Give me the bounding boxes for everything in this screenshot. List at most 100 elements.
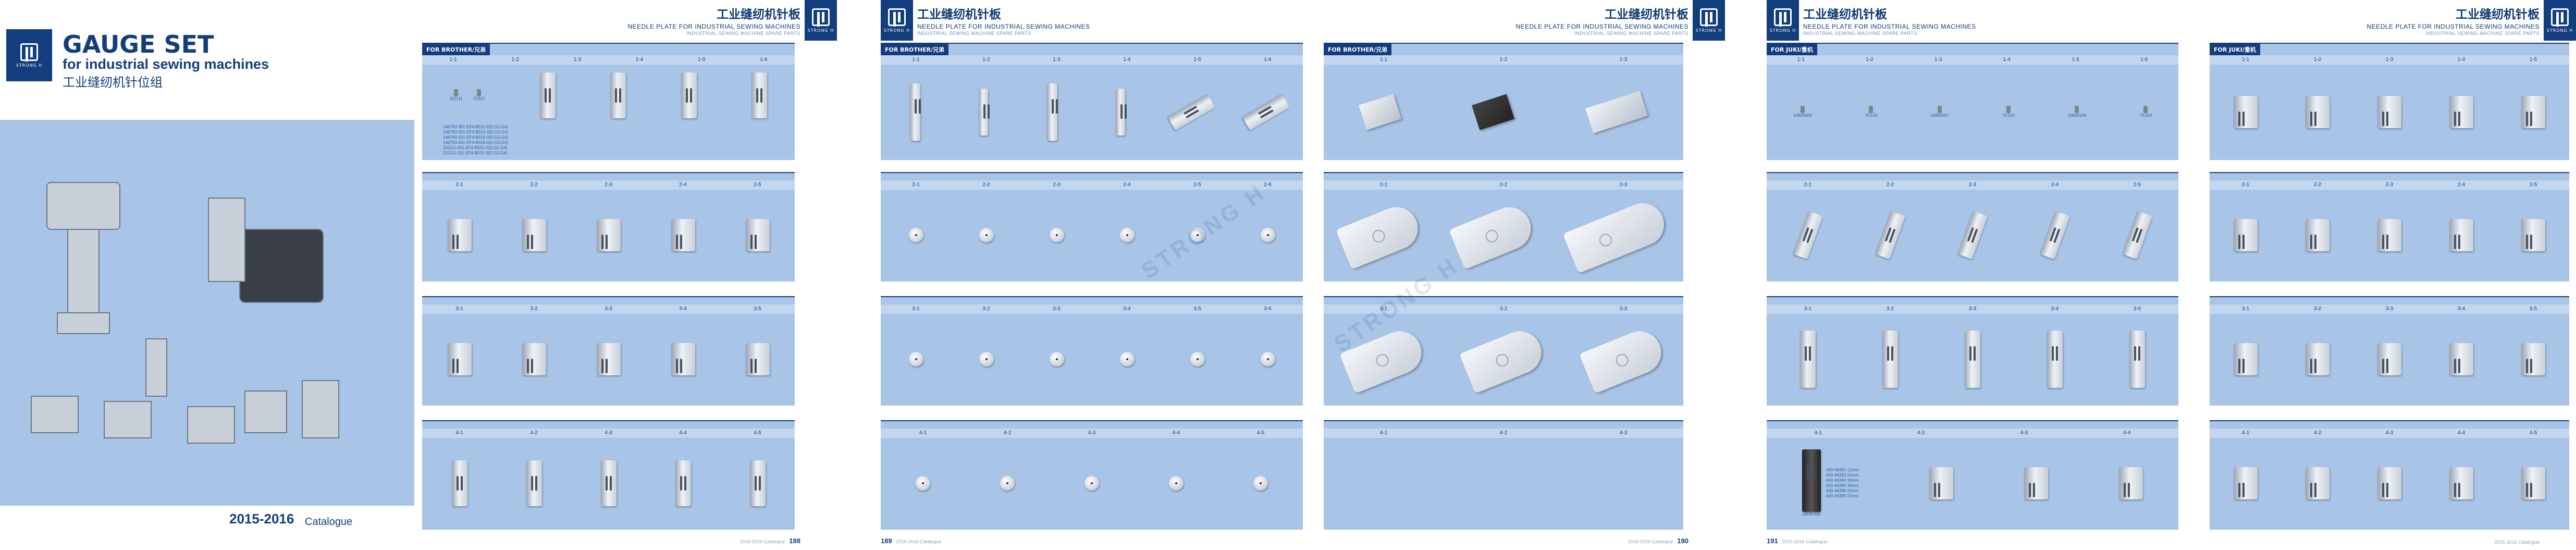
panel-row-1: FOR JUKI/重机 1-1 1-2 1-3 1-4 1-5 1-6 1080… bbox=[1767, 43, 2178, 160]
item-number: 1-5 bbox=[2072, 57, 2079, 63]
logo-mark-icon bbox=[812, 8, 830, 26]
item-number: 3-2 bbox=[1499, 306, 1508, 312]
round-plate-image bbox=[1084, 476, 1099, 491]
round-plate-image bbox=[979, 352, 994, 366]
footer-text: 2015-2016 Catalogue bbox=[739, 539, 785, 544]
part-code: TE103 bbox=[2139, 113, 2152, 118]
item-number: 1-4 bbox=[2457, 57, 2466, 63]
footer-text: 2015-2016 Catalogue bbox=[2494, 540, 2540, 545]
logo-mark-icon bbox=[888, 8, 906, 26]
page-188: 工业缝纫机针板 NEEDLE PLATE FOR INDUSTRIAL SEWI… bbox=[422, 0, 837, 550]
logo-mark-icon bbox=[1700, 8, 1718, 26]
item-number: 2-3 bbox=[605, 182, 612, 188]
footer-text: 2015-2016 Catalogue bbox=[1782, 539, 1828, 544]
item-number: 2-3 bbox=[1619, 182, 1628, 188]
item-number: 4-3 bbox=[1088, 430, 1096, 436]
item-numbers: 4-1 4-2 4-3 4-4 4-5 bbox=[422, 429, 795, 438]
logo-mark-icon bbox=[1774, 8, 1792, 26]
brand-logo: STRONG H bbox=[805, 0, 837, 41]
cover-subtitle-en: for industrial sewing machines bbox=[63, 56, 269, 72]
part-code: 201111 bbox=[449, 96, 463, 101]
item-number: 1-1 bbox=[449, 57, 457, 63]
round-plate-image bbox=[1119, 228, 1135, 242]
needle-plate-image bbox=[681, 72, 697, 118]
item-number: 2-2 bbox=[530, 182, 538, 188]
needle-plate-image bbox=[2449, 219, 2473, 251]
gauge-set-illustration bbox=[31, 182, 339, 444]
item-number: 3-4 bbox=[2457, 306, 2466, 312]
item-number: 4-5 bbox=[1256, 430, 1265, 436]
panel-row-3: 3-1 3-2 3-3 3-4 3-5 bbox=[1767, 296, 2178, 406]
panel-row-1: FOR BROTHER/兄弟 1-1 1-2 1-3 1-4 1-5 1-6 bbox=[881, 43, 1303, 160]
page-header: 工业缝纫机针板 NEEDLE PLATE FOR INDUSTRIAL SEWI… bbox=[917, 4, 1090, 36]
item-number: 4-2 bbox=[530, 430, 538, 436]
header-en: NEEDLE PLATE FOR INDUSTRIAL SEWING MACHI… bbox=[1803, 23, 1976, 30]
round-plate-image bbox=[1169, 476, 1184, 491]
item-number: 4-1 bbox=[1379, 430, 1388, 436]
cover-product-photo bbox=[0, 120, 414, 506]
page-footer: 2015-2016 Catalogue 188 bbox=[740, 537, 800, 545]
item-number: 1-1 bbox=[912, 57, 920, 63]
item-number: 1-1 bbox=[1797, 57, 1805, 63]
page-number: 188 bbox=[789, 537, 800, 545]
needle-plate-image bbox=[2521, 343, 2545, 375]
panel-row-2: 2-1 2-2 2-3 2-4 2-5 bbox=[422, 172, 795, 282]
needle-plate-image bbox=[1116, 88, 1127, 136]
item-number: 1-4 bbox=[635, 57, 644, 63]
item-row bbox=[881, 192, 1303, 278]
round-plate-image bbox=[1000, 476, 1015, 491]
needle-plate-image bbox=[2521, 467, 2545, 499]
item: TE103 bbox=[1865, 105, 1877, 118]
item-number: 1-6 bbox=[760, 57, 768, 63]
footer-text: 2015-2016 Catalogue bbox=[1628, 539, 1673, 544]
item: JAF8-030 400-46391 12mm 400-46393 14mm 4… bbox=[1802, 449, 1859, 517]
part-note: 400-46399 22mm bbox=[1826, 494, 1859, 498]
item: 10800607 bbox=[1930, 105, 1949, 118]
needle-plate-image bbox=[1792, 211, 1823, 260]
brand-name: STRONG H bbox=[2546, 28, 2573, 33]
item-number: 3-5 bbox=[2529, 306, 2537, 312]
page-header: 工业缝纫机针板 NEEDLE PLATE FOR INDUSTRIAL SEWI… bbox=[627, 4, 800, 36]
catalogue-label: Catalogue bbox=[305, 516, 353, 528]
needle-plate-image bbox=[1242, 93, 1290, 130]
needle-plate-image bbox=[2234, 343, 2258, 375]
logo-mark-icon bbox=[2551, 8, 2569, 26]
needle-plate-image bbox=[2377, 343, 2401, 375]
page-header: 工业缝纫机针板 NEEDLE PLATE FOR INDUSTRIAL SEWI… bbox=[2367, 4, 2540, 36]
brand-name: STRONG H bbox=[1769, 28, 1796, 33]
item-row bbox=[881, 440, 1303, 527]
header-cn: 工业缝纫机针板 bbox=[1605, 8, 1688, 21]
part-note: 400-46394 16mm bbox=[1826, 478, 1859, 483]
brand-tag: FOR BROTHER/兄弟 bbox=[1324, 44, 1392, 55]
item-number: 2-1 bbox=[1379, 182, 1388, 188]
item-number: 4-4 bbox=[679, 430, 687, 436]
brand-logo: STRONG H bbox=[1767, 0, 1799, 41]
page-191: STRONG H 工业缝纫机针板 NEEDLE PLATE FOR INDUST… bbox=[1767, 0, 2178, 550]
oval-plate-image bbox=[1459, 324, 1548, 394]
item: TE103 bbox=[2002, 105, 2015, 118]
item-number: 4-2 bbox=[1917, 430, 1925, 436]
item-numbers: 4-1 4-2 4-3 4-4 bbox=[1767, 429, 2178, 438]
panel-row-4: 4-1 4-2 4-3 4-4 4-5 bbox=[881, 420, 1303, 530]
part-code: 10800108 bbox=[2067, 113, 2087, 118]
page-header: 工业缝纫机针板 NEEDLE PLATE FOR INDUSTRIAL SEWI… bbox=[1803, 4, 1976, 36]
needle-plate-image bbox=[2039, 211, 2070, 260]
needle-plate-image bbox=[745, 219, 770, 251]
item-number: 4-5 bbox=[2529, 430, 2537, 436]
item-row bbox=[2210, 67, 2569, 157]
item-number: 3-1 bbox=[912, 306, 920, 312]
part-note: 146793-201 EF4-B516-0(D,G2,G4) bbox=[443, 140, 508, 145]
catalogue-year: 2015-2016 bbox=[229, 511, 294, 527]
needle-plate-image bbox=[2119, 467, 2143, 499]
item-numbers: 2-1 2-2 2-3 bbox=[1324, 180, 1683, 190]
item: TE103 bbox=[2139, 105, 2152, 118]
logo-mark-icon bbox=[20, 43, 38, 61]
item: 201111 bbox=[450, 89, 463, 102]
needle-plate-image bbox=[2234, 467, 2258, 499]
brand-logo: STRONG H bbox=[881, 0, 913, 41]
round-plate-image bbox=[908, 352, 923, 366]
part-code: JAF8-030 bbox=[1802, 512, 1821, 517]
header-en: NEEDLE PLATE FOR INDUSTRIAL SEWING MACHI… bbox=[1515, 23, 1688, 30]
